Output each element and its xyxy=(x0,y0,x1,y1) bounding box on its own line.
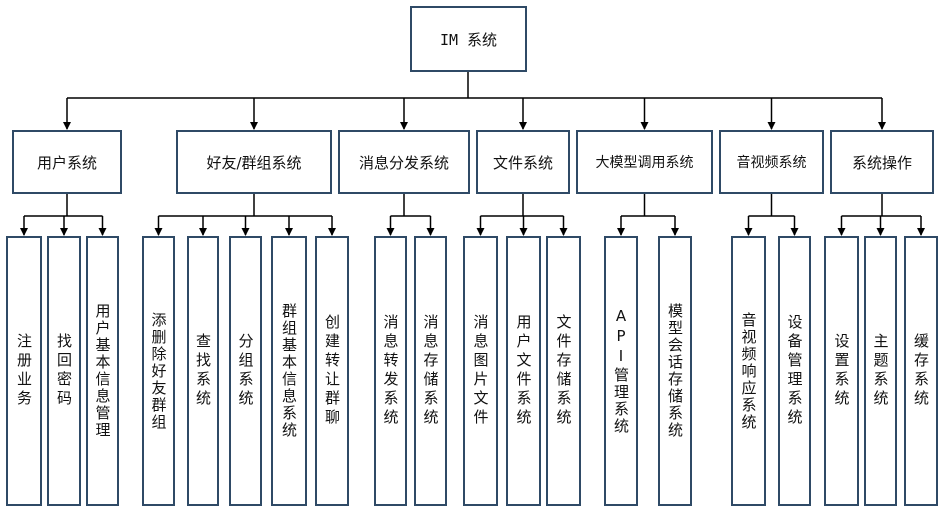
leaf-node: 消息转发系统 xyxy=(374,236,407,506)
leaf-node: 主题系统 xyxy=(864,236,897,506)
leaf-node: 设备管理系统 xyxy=(778,236,811,506)
leaf-node: 音视频响应系统 xyxy=(731,236,766,506)
leaf-node: 用户基本信息管理 xyxy=(86,236,119,506)
leaf-node: 查找系统 xyxy=(187,236,219,506)
leaf-node: 创建转让群聊 xyxy=(315,236,349,506)
leaf-node: 用户文件系统 xyxy=(506,236,541,506)
leaf-node: API管理系统 xyxy=(604,236,638,506)
leaf-node: 文件存储系统 xyxy=(546,236,581,506)
category-node: 大模型调用系统 xyxy=(576,130,713,194)
category-node: 系统操作 xyxy=(830,130,934,194)
leaf-node: 群组基本信息系统 xyxy=(271,236,307,506)
leaf-node: 缓存系统 xyxy=(904,236,938,506)
category-node: 消息分发系统 xyxy=(338,130,470,194)
leaf-node: 分组系统 xyxy=(229,236,262,506)
category-node: 音视频系统 xyxy=(719,130,824,194)
leaf-node: 消息图片文件 xyxy=(463,236,498,506)
root-node: IM 系统 xyxy=(410,6,527,72)
leaf-node: 消息存储系统 xyxy=(414,236,447,506)
category-node: 好友/群组系统 xyxy=(176,130,332,194)
category-node: 用户系统 xyxy=(12,130,122,194)
leaf-node: 设置系统 xyxy=(824,236,859,506)
category-node: 文件系统 xyxy=(476,130,570,194)
leaf-node: 添删除好友群组 xyxy=(142,236,175,506)
leaf-node: 找回密码 xyxy=(47,236,81,506)
leaf-node: 注册业务 xyxy=(6,236,42,506)
leaf-node: 模型会话存储系统 xyxy=(658,236,692,506)
